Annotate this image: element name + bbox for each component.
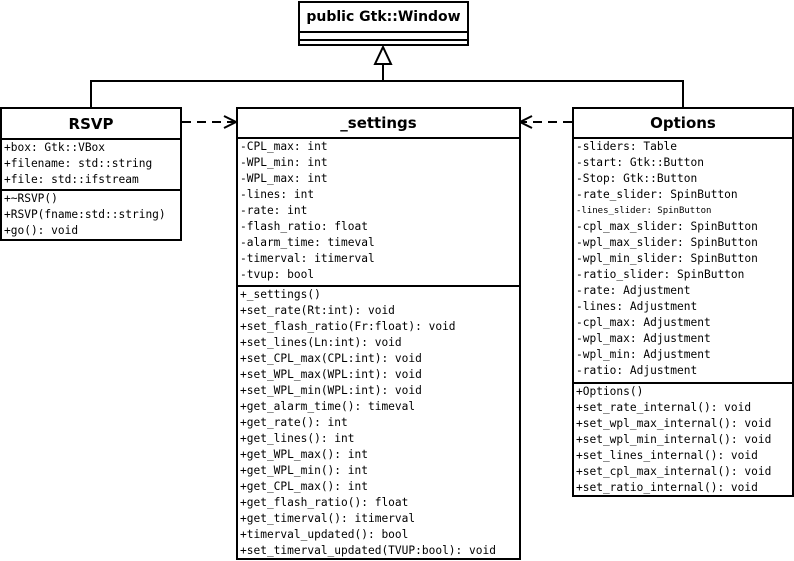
settings-attribute: -WPL_min: int bbox=[240, 156, 328, 169]
options-attribute: -ratio: Adjustment bbox=[576, 364, 698, 377]
options-attribute: -wpl_max: Adjustment bbox=[576, 332, 711, 345]
settings-operation: +timerval_updated(): bool bbox=[240, 528, 409, 541]
gtk-window-operations bbox=[300, 39, 467, 44]
settings-operation: +get_CPL_max(): int bbox=[240, 480, 368, 493]
settings-attributes: -CPL_max: int -WPL_min: int -WPL_max: in… bbox=[238, 139, 519, 285]
options-attribute: -rate: Adjustment bbox=[576, 284, 691, 297]
rsvp-operations: +~RSVP() +RSVP(fname:std::string) +go():… bbox=[2, 189, 180, 239]
options-class-name: Options bbox=[574, 109, 792, 139]
options-attribute: -rate_slider: SpinButton bbox=[576, 188, 738, 201]
settings-operation: +set_CPL_max(CPL:int): void bbox=[240, 352, 422, 365]
settings-operation: +set_timerval_updated(TVUP:bool): void bbox=[240, 544, 496, 557]
settings-attribute: -timerval: itimerval bbox=[240, 252, 375, 265]
rsvp-attribute: +box: Gtk::VBox bbox=[4, 141, 106, 154]
options-operations: +Options() +set_rate_internal(): void +s… bbox=[574, 382, 792, 496]
rsvp-inheritance-line bbox=[90, 80, 383, 108]
options-operation: +set_ratio_internal(): void bbox=[576, 481, 758, 494]
options-attribute: -sliders: Table bbox=[576, 140, 678, 153]
settings-operation: +get_WPL_max(): int bbox=[240, 448, 368, 461]
settings-operation: +get_timerval(): itimerval bbox=[240, 512, 416, 525]
options-operation: +set_rate_internal(): void bbox=[576, 401, 752, 414]
options-operation: +set_lines_internal(): void bbox=[576, 449, 758, 462]
options-operation: +Options() bbox=[576, 385, 644, 398]
settings-attribute: -WPL_max: int bbox=[240, 172, 328, 185]
options-attribute: -cpl_max: Adjustment bbox=[576, 316, 711, 329]
rsvp-operation: +go(): void bbox=[4, 224, 79, 237]
settings-attribute: -lines: int bbox=[240, 188, 315, 201]
options-attribute: -lines: Adjustment bbox=[576, 300, 698, 313]
settings-operation: +get_lines(): int bbox=[240, 432, 355, 445]
rsvp-attribute: +filename: std::string bbox=[4, 157, 153, 170]
settings-attribute: -flash_ratio: float bbox=[240, 220, 368, 233]
rsvp-operation: +RSVP(fname:std::string) bbox=[4, 208, 166, 221]
settings-class-name: _settings bbox=[238, 109, 519, 139]
options-attribute: -wpl_min: Adjustment bbox=[576, 348, 711, 361]
options-attribute: -wpl_min_slider: SpinButton bbox=[576, 252, 758, 265]
settings-operations: +_settings() +set_rate(Rt:int): void +se… bbox=[238, 285, 519, 559]
options-attribute: -cpl_max_slider: SpinButton bbox=[576, 220, 758, 233]
settings-operation: +get_alarm_time(): timeval bbox=[240, 400, 416, 413]
options-attribute: -start: Gtk::Button bbox=[576, 156, 704, 169]
options-operation: +set_wpl_max_internal(): void bbox=[576, 417, 772, 430]
settings-attribute: -rate: int bbox=[240, 204, 308, 217]
settings-attribute: -tvup: bool bbox=[240, 268, 315, 281]
gtk-window-class: public Gtk::Window bbox=[298, 1, 469, 46]
options-class: Options -sliders: Table -start: Gtk::But… bbox=[572, 107, 794, 497]
rsvp-operation: +~RSVP() bbox=[4, 192, 58, 205]
options-operation: +set_cpl_max_internal(): void bbox=[576, 465, 772, 478]
settings-attribute: -CPL_max: int bbox=[240, 140, 328, 153]
settings-operation: +set_flash_ratio(Fr:float): void bbox=[240, 320, 456, 333]
rsvp-attributes: +box: Gtk::VBox +filename: std::string +… bbox=[2, 140, 180, 189]
settings-operation: +get_WPL_min(): int bbox=[240, 464, 368, 477]
options-attribute: -lines_slider: SpinButton bbox=[576, 206, 712, 216]
settings-operation: +get_rate(): int bbox=[240, 416, 348, 429]
rsvp-class: RSVP +box: Gtk::VBox +filename: std::str… bbox=[0, 107, 182, 241]
settings-operation: +_settings() bbox=[240, 288, 321, 301]
settings-operation: +set_WPL_min(WPL:int): void bbox=[240, 384, 422, 397]
settings-operation: +set_lines(Ln:int): void bbox=[240, 336, 402, 349]
options-attribute: -ratio_slider: SpinButton bbox=[576, 268, 745, 281]
options-inheritance-line bbox=[383, 80, 684, 108]
rsvp-attribute: +file: std::ifstream bbox=[4, 173, 139, 186]
options-operation: +set_wpl_min_internal(): void bbox=[576, 433, 772, 446]
gtk-window-class-name: public Gtk::Window bbox=[300, 3, 467, 33]
rsvp-class-name: RSVP bbox=[2, 109, 180, 140]
options-attribute: -wpl_max_slider: SpinButton bbox=[576, 236, 758, 249]
settings-operation: +set_rate(Rt:int): void bbox=[240, 304, 395, 317]
settings-attribute: -alarm_time: timeval bbox=[240, 236, 375, 249]
settings-class: _settings -CPL_max: int -WPL_min: int -W… bbox=[236, 107, 521, 560]
options-attribute: -Stop: Gtk::Button bbox=[576, 172, 698, 185]
options-attributes: -sliders: Table -start: Gtk::Button -Sto… bbox=[574, 139, 792, 382]
settings-operation: +get_flash_ratio(): float bbox=[240, 496, 409, 509]
settings-operation: +set_WPL_max(WPL:int): void bbox=[240, 368, 422, 381]
inheritance-arrowhead bbox=[373, 44, 393, 65]
